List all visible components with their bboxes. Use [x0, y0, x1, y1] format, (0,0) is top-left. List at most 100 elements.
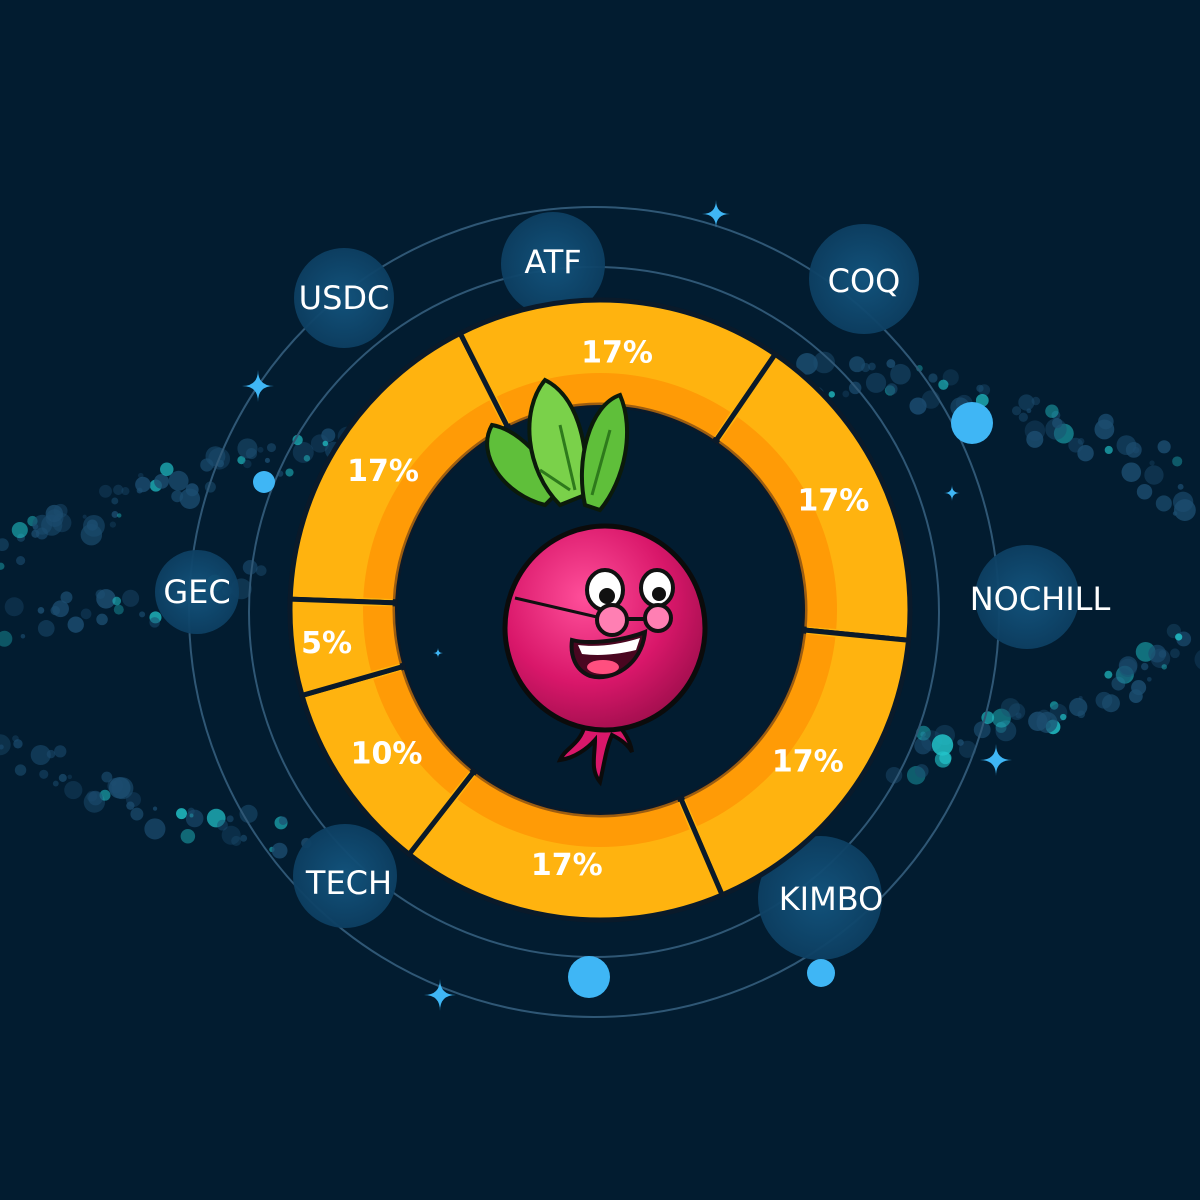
particle-dot [95, 589, 106, 600]
particle-dot [1170, 648, 1180, 659]
particle-dot [1172, 511, 1178, 516]
particle-dot [868, 362, 876, 371]
particle-dot [1140, 662, 1149, 671]
particle-dot [976, 384, 984, 393]
segment-value-labels: 17%17%17%17%17%10%5% [301, 336, 869, 883]
particle-dot [11, 521, 28, 539]
particle-dot [52, 600, 69, 618]
sparkle-icon [242, 370, 274, 402]
particle-dot [37, 620, 55, 637]
particle-dot [1031, 396, 1041, 406]
particle-dot [885, 383, 898, 395]
particle-dot [303, 455, 311, 462]
particle-dot [257, 446, 264, 453]
particle-dot [152, 806, 158, 811]
particle-dot [1148, 644, 1167, 663]
particle-dot [1053, 423, 1074, 444]
sparkle-icon [980, 744, 1012, 776]
token-label-usdc: USDC [299, 279, 390, 317]
particle-dot [1018, 394, 1035, 411]
token-label-tech: TECH [305, 864, 392, 902]
sparkles [242, 200, 1012, 1011]
particle-dot [126, 792, 142, 808]
particle-dot [0, 734, 11, 756]
particle-dot [266, 443, 276, 453]
particle-dot [0, 630, 13, 647]
particle-dot [138, 472, 144, 479]
particle-dot [1173, 499, 1196, 522]
slice-value-label-nochill: 17% [581, 336, 653, 371]
particle-dot [242, 559, 258, 575]
particle-dot [1175, 633, 1183, 641]
particle-dot [995, 720, 1017, 742]
token-label-atf: ATF [524, 243, 581, 281]
particle-dot [109, 521, 117, 528]
particle-dot [1011, 406, 1022, 416]
particle-dot [64, 780, 83, 800]
particle-dot [82, 514, 87, 519]
particle-dot [45, 504, 64, 523]
particle-dot [1077, 438, 1085, 445]
particle-dot [154, 473, 169, 489]
beet-leaves-icon [485, 377, 630, 513]
particle-dot [67, 616, 84, 633]
particle-dot [46, 749, 56, 759]
particle-dot [860, 362, 871, 373]
particle-dot [1104, 445, 1113, 455]
orbit-dot [568, 956, 610, 998]
particle-dot [58, 773, 67, 782]
particle-dot [991, 708, 1011, 728]
particle-dot [1000, 698, 1021, 718]
particle-dot [14, 764, 27, 776]
particle-dot [1128, 689, 1143, 704]
particle-dot [322, 440, 329, 447]
slice-value-label-tech: 17% [772, 745, 844, 780]
particle-dot [0, 744, 4, 750]
particle-dot [237, 456, 246, 465]
particle-dot [1069, 697, 1088, 717]
particle-dot [938, 379, 949, 390]
token-bubble-gec [155, 550, 239, 634]
particle-dot [0, 538, 9, 552]
particle-dot [53, 503, 68, 518]
particle-dot [1045, 418, 1067, 440]
particle-dot [285, 468, 294, 477]
particle-dot [1015, 712, 1022, 719]
token-bubbles [155, 212, 1079, 960]
sparkle-icon [424, 979, 456, 1011]
particle-dot [113, 484, 124, 496]
particle-dot [171, 490, 184, 503]
particle-dot [1060, 713, 1067, 721]
particle-dot [920, 731, 926, 738]
donut-chart [287, 297, 913, 923]
particle-dot [237, 438, 258, 459]
orbit-dot [951, 402, 993, 444]
sparkle-icon [944, 485, 960, 501]
particle-dot [86, 790, 98, 802]
particle-dot [1172, 456, 1183, 467]
particle-dot [957, 739, 964, 746]
particle-dot [12, 735, 19, 742]
particle-dot [1102, 694, 1120, 713]
particle-dot [37, 607, 45, 614]
particle-dot [111, 497, 119, 505]
particle-dot [914, 764, 929, 778]
token-label-nochill: NOCHILL [970, 580, 1111, 618]
particle-dot [111, 777, 134, 800]
particle-dot [796, 353, 818, 375]
particle-dot [1155, 495, 1172, 512]
orbit-dot [807, 959, 835, 987]
particle-dot [20, 633, 26, 639]
orbit-dot [253, 471, 275, 493]
particle-dot [931, 734, 954, 756]
particle-dot [264, 457, 270, 464]
donut-slice-shade [718, 416, 837, 630]
particle-dot [886, 359, 896, 369]
particle-dot [1049, 701, 1059, 710]
particle-dot [1125, 441, 1142, 458]
particle-dot [1194, 650, 1200, 670]
particle-dot [206, 808, 226, 828]
particle-dot [32, 523, 39, 530]
particle-dot [83, 514, 105, 537]
